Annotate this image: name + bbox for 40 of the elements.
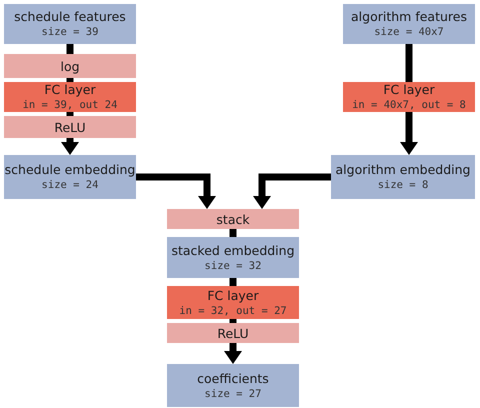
node-title: stacked embedding <box>171 242 295 258</box>
tensor-box <box>4 155 136 199</box>
size-label: size = 8 <box>378 179 428 192</box>
tensor-box <box>331 155 475 199</box>
node-title: coefficients <box>197 370 269 386</box>
size-label: size = 32 <box>204 260 262 272</box>
node-title: algorithm features <box>351 9 467 24</box>
size-label: in = 32, out = 27 <box>179 304 287 318</box>
tensor-box <box>167 237 299 278</box>
operation-box <box>167 323 299 343</box>
node-title: FC layer <box>44 82 96 97</box>
size-label: size = 39 <box>42 26 98 39</box>
node-title: algorithm embedding <box>336 162 470 177</box>
node-title: FC layer <box>207 288 259 302</box>
operation-box <box>4 116 136 138</box>
size-label: in = 40x7, out = 8 <box>352 99 466 112</box>
layer-box <box>343 82 475 112</box>
arrow <box>400 112 418 155</box>
size-label: size = 24 <box>42 179 98 192</box>
node-title: stack <box>216 212 250 226</box>
node-title: log <box>60 58 80 74</box>
node-title: FC layer <box>383 82 435 97</box>
layer-box <box>167 286 299 319</box>
tensor-box <box>343 4 475 44</box>
layer-box <box>4 82 136 112</box>
size-label: in = 39, out 24 <box>22 99 118 112</box>
node-title: schedule features <box>14 9 126 24</box>
tensor-box <box>4 4 136 44</box>
arrow <box>224 343 242 364</box>
arrow <box>253 174 331 209</box>
operation-box <box>167 209 299 229</box>
node-title: schedule embedding <box>4 162 136 177</box>
node-title: ReLU <box>217 326 249 340</box>
arrow <box>136 174 216 209</box>
tensor-box <box>167 364 299 407</box>
operation-box <box>4 54 136 78</box>
size-label: size = 40x7 <box>374 26 444 39</box>
size-label: size = 27 <box>204 388 262 400</box>
node-title: ReLU <box>54 120 86 134</box>
arrow <box>61 138 79 155</box>
